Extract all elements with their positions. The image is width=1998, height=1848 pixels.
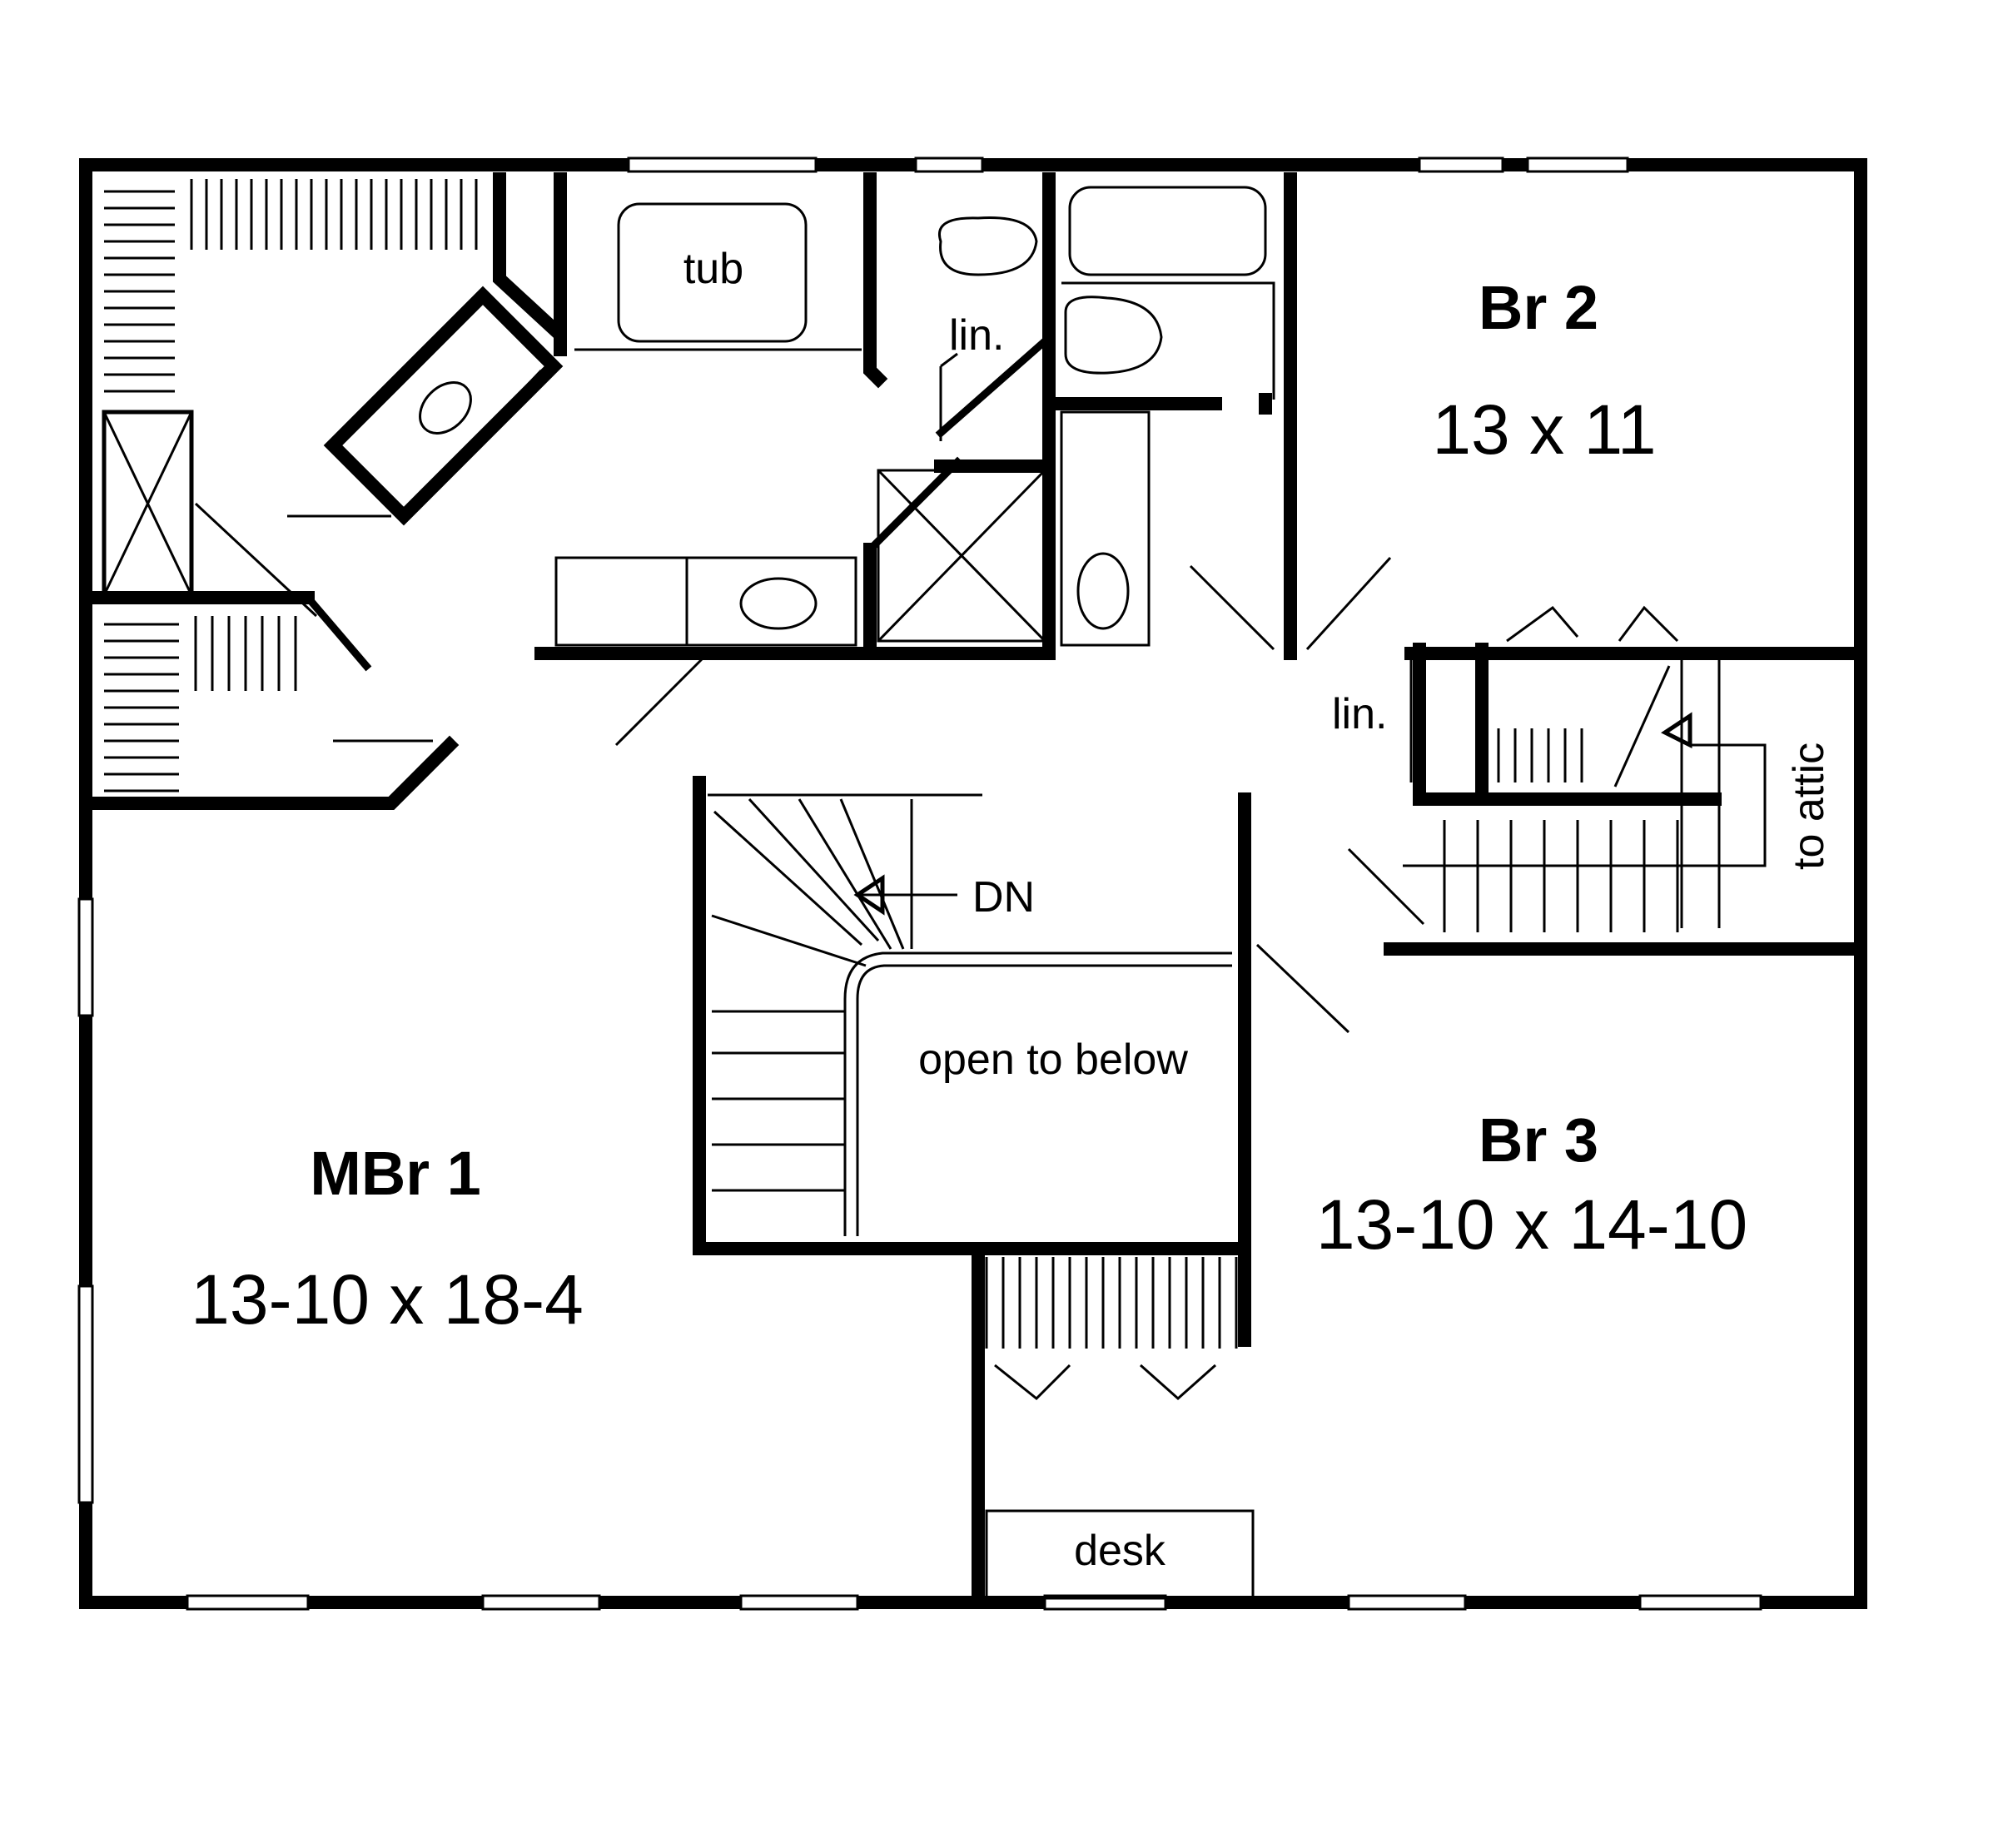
desk-label: desk (1074, 1527, 1166, 1575)
hall-linen-label: lin. (1332, 690, 1387, 738)
br2-name: Br 2 (1479, 273, 1598, 342)
room-br3: desk Br 3 13-10 x 14-10 (972, 1105, 1747, 1609)
main-stair: DN open to below (693, 776, 1350, 1347)
master-dims: 13-10 x 18-4 (191, 1260, 584, 1339)
room-br2: Br 2 13 x 11 (1404, 273, 1867, 660)
room-master: MBr 1 13-10 x 18-4 (191, 1139, 584, 1339)
br3-name: Br 3 (1479, 1105, 1598, 1175)
attic-stair-area: lin. to attic (1332, 605, 1867, 956)
master-name: MBr 1 (310, 1139, 481, 1208)
br3-dims: 13-10 x 14-10 (1316, 1185, 1747, 1264)
open-to-below-label: open to below (918, 1036, 1188, 1084)
bath-linen-label: lin. (949, 311, 1004, 360)
exterior-walls (77, 156, 1867, 1611)
br2-dims: 13 x 11 (1432, 390, 1656, 469)
stair-down-label: DN (972, 873, 1035, 922)
to-attic-label: to attic (1785, 743, 1833, 870)
master-bath: tub lin. (534, 172, 1051, 747)
master-closets (79, 172, 567, 810)
tub-label: tub (683, 245, 743, 293)
hall-bath (1042, 172, 1392, 660)
